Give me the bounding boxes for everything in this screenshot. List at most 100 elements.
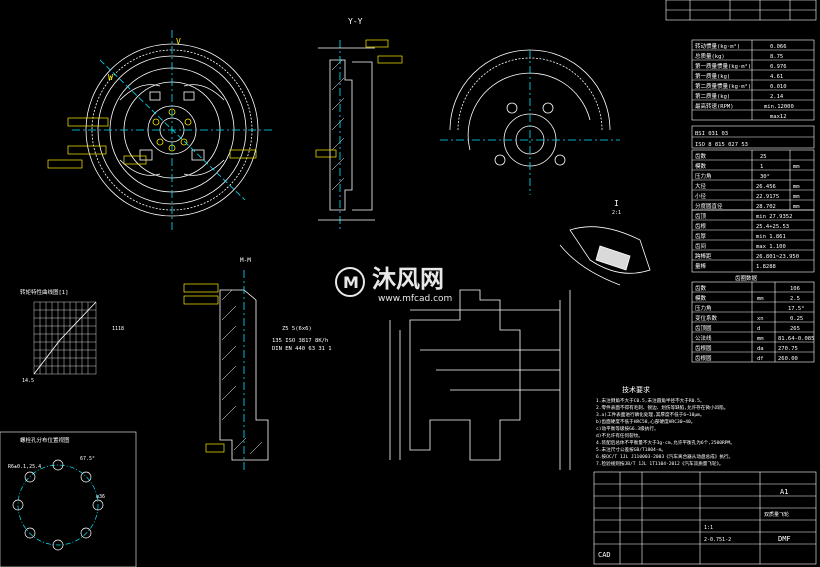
spec-value-3: 4.61 (770, 74, 783, 80)
gear-partial-view (440, 49, 620, 195)
tech-line-9: 7.检验规则按JB/T 1JL 1T1104-2012《汽车双质量飞轮》。 (596, 460, 723, 467)
spec-value-1: 8.75 (770, 54, 783, 60)
bolt-view-frame (0, 431, 137, 567)
tooth-unit-1: mm (757, 296, 764, 302)
spline-unit-1: mm (793, 164, 800, 170)
bolt-title: 螺栓孔分布位置视图 (20, 436, 70, 444)
bolt-pattern (12, 459, 104, 551)
spec-table (691, 39, 815, 363)
tooth-label-5: 公法线 (695, 334, 712, 342)
hist-val-2: 14.5 (22, 378, 34, 384)
title-drawing-no: DMF (778, 535, 791, 543)
spec-value-5: 2.14 (770, 94, 784, 100)
spline-label-1: 模数 (695, 162, 707, 170)
extra-label-3: 齿间 (695, 242, 706, 250)
tooth-header: 齿圈数据 (735, 274, 758, 282)
hist-grid (33, 301, 97, 375)
spec-value-6: min.12000 (764, 104, 794, 110)
section-title-m-m: M-M (240, 257, 251, 264)
spec-value-0: 0.066 (770, 44, 787, 50)
tooth-value-4: 265 (790, 326, 800, 332)
cad-logo: CAD (598, 551, 611, 559)
spline-value-0: 25 (760, 154, 767, 160)
mid-spline: Z5 5(6x6) (282, 326, 312, 332)
turned-part-section (389, 289, 571, 470)
mm-section-view (219, 270, 269, 470)
bolt-dim-3: φ36 (96, 494, 105, 500)
detail-i-view (559, 226, 651, 286)
spline-unit-5: mm (793, 204, 800, 210)
revision-block (665, 0, 817, 21)
spline-value-4: 22.9175 (756, 194, 779, 200)
tech-line-1: 2.零件表面不得有毛刺、锐边、划伤等缺陷,允许存在微小凹陷。 (596, 404, 728, 411)
spec-value-7: max12 (770, 114, 787, 120)
tooth-unit-6: da (757, 346, 764, 352)
title-block (593, 471, 817, 565)
spline-value-2: 30° (760, 174, 770, 180)
tooth-label-6: 齿根圆 (695, 344, 712, 352)
flywheel-front-view (72, 30, 272, 230)
tooth-value-7: 260.00 (778, 356, 798, 362)
side-tolerance-frames (315, 39, 403, 158)
tech-line-3: b)齿面硬度不低于HRC58,心部硬度HRC30~40。 (596, 418, 695, 425)
mid-std-2: DIN EN 440 63 31 1 (272, 346, 332, 352)
spline-label-3: 大径 (695, 182, 707, 190)
side-section-view (318, 40, 375, 230)
extra-value-0: min 27.9352 (756, 214, 792, 220)
mm-tolerance-frames (183, 283, 225, 453)
extra-value-3: max 1.100 (756, 244, 786, 250)
spline-label-2: 压力角 (695, 172, 712, 180)
section-title-y-y: Y-Y (348, 17, 363, 26)
extra-value-1: 25.4+25.53 (756, 224, 789, 230)
tooth-value-5: 81.64-0.085 (778, 336, 814, 342)
tech-line-5: d)不允许有任何裂纹。 (596, 432, 643, 439)
extra-label-2: 齿厚 (695, 233, 707, 240)
spec-value-2: 0.976 (770, 64, 787, 70)
tooth-value-1: 2.5 (790, 296, 800, 302)
spec-label-4: 第二质量惯量(kg·m²) (695, 82, 751, 90)
extra-label-5: 量棒 (695, 262, 707, 270)
spec-std-2: ISO 8 815 027 53 (695, 142, 748, 148)
title-part-name: 双质量飞轮 (764, 511, 789, 518)
spline-value-3: 26.456 (756, 184, 776, 190)
extra-value-5: 1.8288 (756, 264, 776, 270)
bolt-dim-1: R6±0.1,25.4 (8, 464, 41, 470)
tech-line-6: 4.装配后总体不平衡量不大于3g·cm,允许平衡孔为6个,2500RPM。 (596, 439, 735, 446)
extra-label-1: 齿根 (695, 222, 707, 230)
extra-value-2: min 1.861 (756, 234, 786, 240)
spline-label-4: 小径 (695, 192, 707, 200)
tech-line-7: 5.未注尺寸公差按GB/T1804-m。 (596, 446, 666, 453)
tech-req-title: 技术要求 (622, 385, 650, 394)
tech-line-4: c)动平衡等级按G6.3级执行。 (596, 425, 659, 432)
watermark-logo: M (335, 267, 365, 297)
tooth-label-4: 齿顶圆 (695, 325, 712, 332)
tooth-label-7: 齿根圆 (695, 354, 712, 362)
spec-label-1: 总质量(kg) (695, 52, 725, 60)
spec-label-2: 第一质量惯量(kg·m²) (695, 62, 751, 70)
spec-std-1: BSI 031 03 (695, 131, 728, 137)
tooth-value-2: 17.5° (788, 306, 805, 312)
detail-label-i: I (614, 199, 619, 208)
spline-unit-4: mm (793, 194, 800, 200)
tech-line-2: 3.a)工件表面进行磷化处理,其厚度不低于6~10μm。 (596, 411, 705, 418)
spline-value-5: 28.702 (756, 204, 776, 210)
tooth-value-6: 270.75 (778, 346, 798, 352)
extra-label-0: 齿顶 (695, 213, 707, 220)
title-code: 2-0.751-2 (704, 537, 731, 543)
extra-label-4: 跨棒距 (695, 252, 712, 260)
spline-label-0: 齿数 (695, 152, 707, 160)
view-label-v: V (176, 37, 181, 46)
spline-value-1: 1 (760, 164, 763, 170)
detail-scale: 2:1 (612, 210, 621, 216)
extra-value-4: 26.801~23.950 (756, 254, 799, 260)
tech-line-0: 1.未注倒角不大于C0.5,未注圆角半径不大于R0.5。 (596, 397, 705, 404)
view-label-w: W (108, 73, 113, 82)
tolerance-frames-left (47, 117, 257, 169)
hist-title: 转矩特性曲线图[1] (20, 288, 68, 296)
watermark-url: www.mfcad.com (378, 294, 452, 304)
tooth-label-0: 齿数 (695, 284, 707, 292)
spec-label-0: 转动惯量(kg·m²) (695, 42, 740, 50)
title-sheet: A1 (780, 488, 788, 496)
tech-line-8: 6.按QC/T 1JL J110003-2003《汽车离合器从动盘总成》执行。 (596, 453, 733, 460)
